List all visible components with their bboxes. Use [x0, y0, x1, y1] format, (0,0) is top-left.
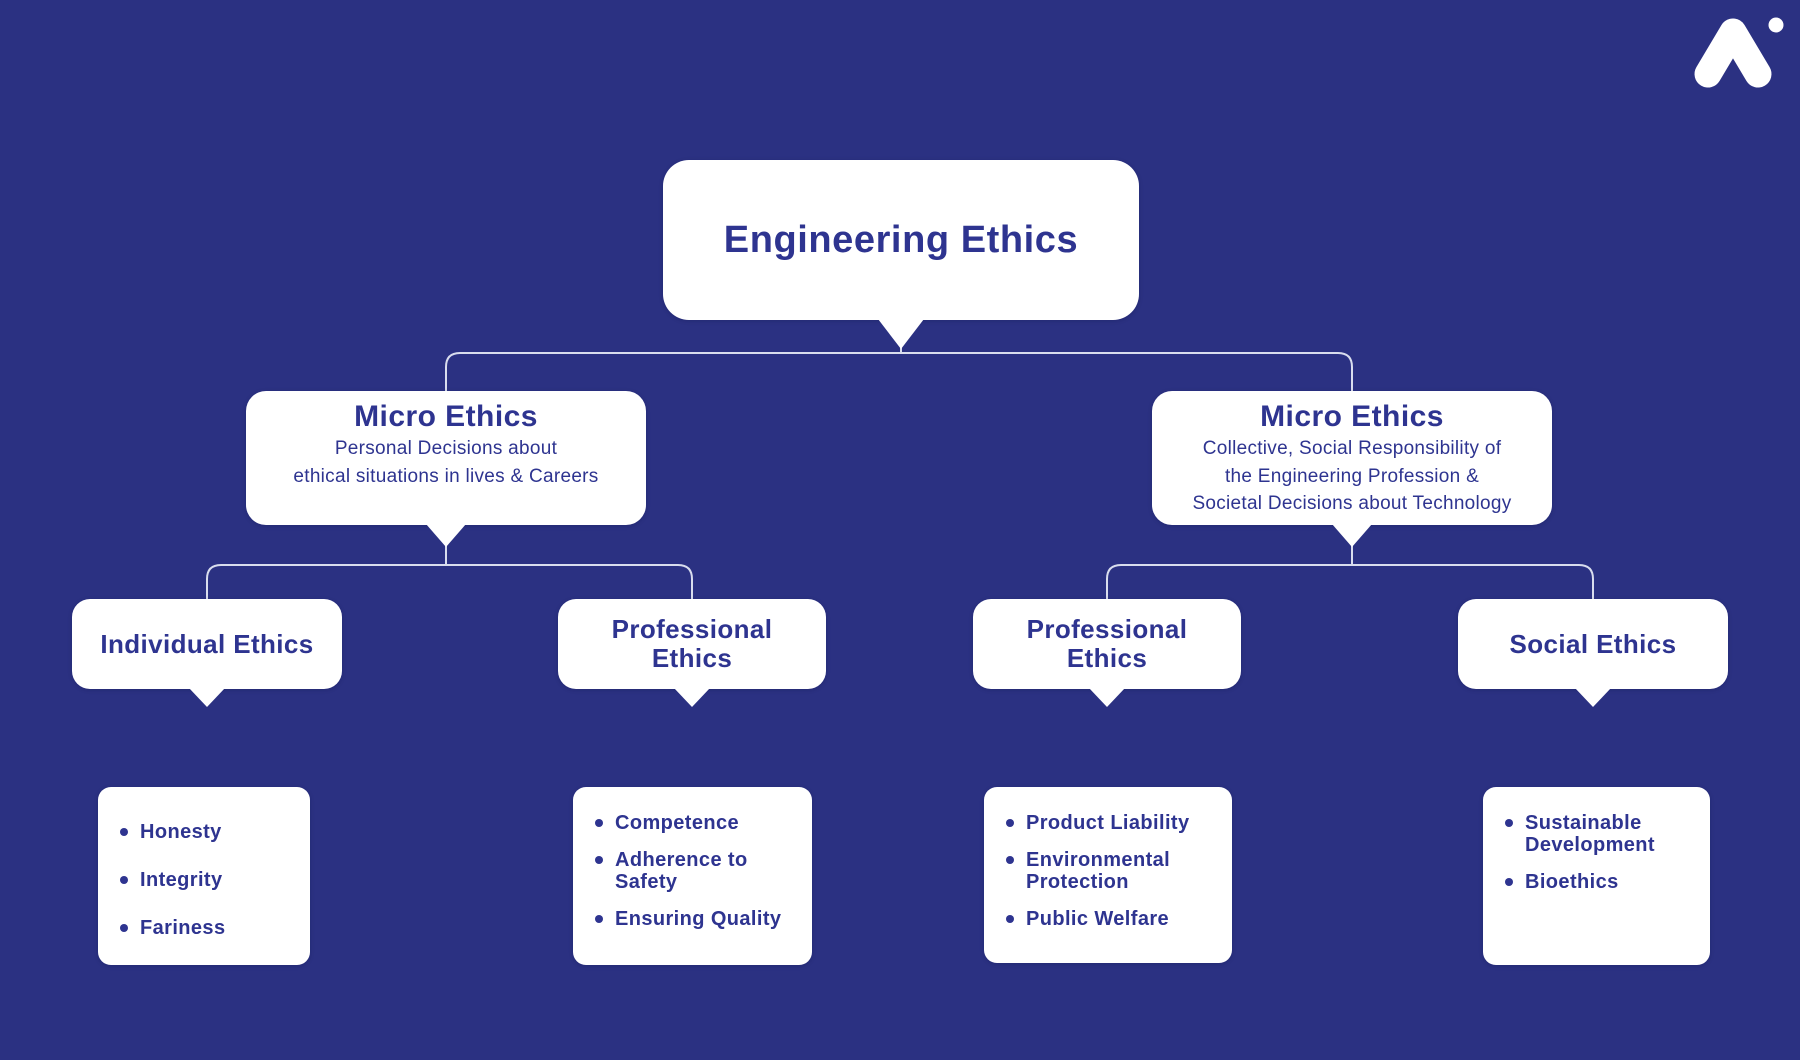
branch-title: Micro Ethics — [1260, 400, 1444, 433]
category-node-professional-ethics-right: Professional Ethics — [973, 599, 1241, 707]
category-title-line: Social Ethics — [1509, 628, 1677, 659]
list-card-professional-ethics-left: Competence Adherence to Safety Ensuring … — [573, 787, 812, 965]
category-title-line: Ethics — [1066, 643, 1148, 673]
branch-subtitle-line: Personal Decisions about — [334, 438, 558, 459]
bullet-dot-icon — [1505, 878, 1513, 886]
list-item: Fariness — [120, 917, 298, 939]
bullet-dot-icon — [1006, 819, 1014, 827]
list-item-label: Competence — [615, 812, 740, 834]
pointer-tail — [426, 524, 466, 547]
list-item: Integrity — [120, 869, 298, 891]
list-item: Bioethics — [1505, 871, 1698, 893]
list-card-social-ethics: Sustainable Development Bioethics — [1483, 787, 1710, 965]
branch-node-micro-ethics-left: Micro Ethics Personal Decisions about et… — [246, 391, 646, 547]
list-item: Sustainable Development — [1505, 812, 1698, 856]
pointer-tail — [189, 688, 225, 707]
pointer-tail — [878, 319, 924, 349]
list-item-label: Ensuring Quality — [615, 908, 782, 930]
bullet-dot-icon — [1006, 915, 1014, 923]
bullet-dot-icon — [1505, 819, 1513, 827]
pointer-tail — [1575, 688, 1611, 707]
list-item-label: Adherence to Safety — [615, 849, 748, 893]
list-item-label: Public Welfare — [1026, 908, 1170, 930]
category-node-individual-ethics: Individual Ethics — [72, 599, 342, 707]
top-bracket-line — [445, 352, 1353, 393]
root-node-engineering-ethics: Engineering Ethics — [663, 160, 1139, 349]
branch-subtitle-line: ethical situations in lives & Careers — [293, 465, 599, 487]
branch-subtitle-line: the Engineering Profession & — [1224, 465, 1480, 487]
category-node-social-ethics: Social Ethics — [1458, 599, 1728, 707]
list-item-label: Integrity — [140, 869, 223, 891]
bullet-dot-icon — [595, 856, 603, 864]
left-bracket-line — [206, 564, 693, 601]
branch-node-micro-ethics-right: Micro Ethics Collective, Social Responsi… — [1152, 391, 1552, 547]
list-item-label: Fariness — [140, 917, 226, 939]
root-title: Engineering Ethics — [723, 218, 1079, 261]
pointer-tail — [1332, 524, 1372, 547]
bullet-dot-icon — [120, 924, 128, 932]
list-item: Adherence to Safety — [595, 849, 800, 893]
a-mark-with-dot-icon — [1694, 17, 1784, 88]
bullet-dot-icon — [595, 915, 603, 923]
list-item: Ensuring Quality — [595, 908, 800, 930]
bullet-dot-icon — [595, 819, 603, 827]
category-title-line: Individual Ethics — [100, 628, 314, 659]
list-item-label: Honesty — [140, 821, 222, 843]
category-title-line: Ethics — [651, 643, 733, 673]
pointer-tail — [674, 688, 710, 707]
bullet-dot-icon — [1006, 856, 1014, 864]
branch-subtitle-line: Societal Decisions about Technology — [1192, 493, 1512, 515]
pointer-tail — [1089, 688, 1125, 707]
list-card-professional-ethics-right: Product Liability Environmental Protecti… — [984, 787, 1232, 963]
list-item-label: Product Liability — [1026, 812, 1190, 834]
right-bracket-line — [1106, 564, 1594, 601]
list-item: Environmental Protection — [1006, 849, 1220, 893]
branch-title: Micro Ethics — [354, 400, 538, 433]
list-item-label: Sustainable Development — [1525, 812, 1655, 856]
list-item-label: Bioethics — [1525, 871, 1619, 893]
list-card-individual-ethics: Honesty Integrity Fariness — [98, 787, 310, 965]
category-title-line: Professional — [611, 614, 773, 645]
list-item: Honesty — [120, 821, 298, 843]
list-item: Competence — [595, 812, 800, 834]
list-item: Product Liability — [1006, 812, 1220, 834]
branch-subtitle-line: Collective, Social Responsibility of — [1202, 438, 1502, 459]
category-title-line: Professional — [1026, 614, 1188, 645]
bullet-dot-icon — [120, 828, 128, 836]
bullet-dot-icon — [120, 876, 128, 884]
list-item-label: Environmental Protection — [1026, 849, 1171, 893]
list-item: Public Welfare — [1006, 908, 1220, 930]
category-node-professional-ethics-left: Professional Ethics — [558, 599, 826, 707]
